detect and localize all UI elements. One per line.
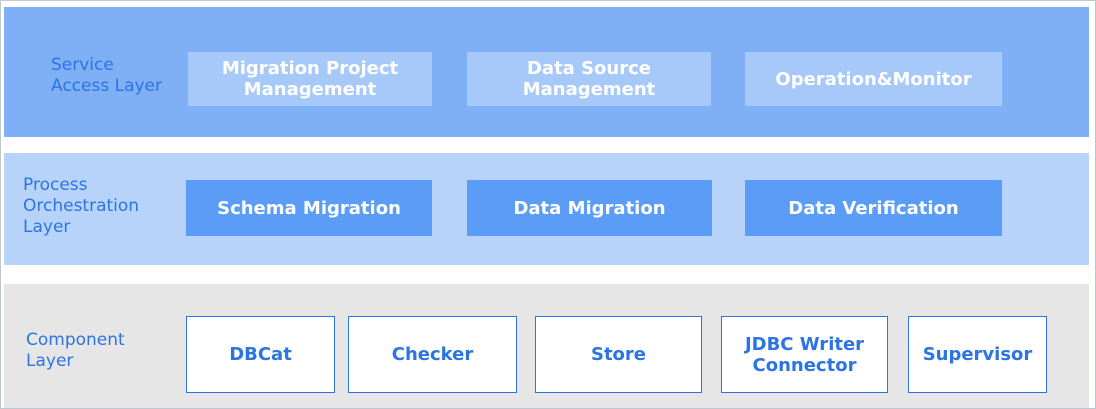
data-source-management-box: Data Source Management (467, 52, 711, 106)
component-layer-label: Component Layer (26, 330, 125, 371)
data-verification-box: Data Verification (745, 180, 1002, 236)
schema-migration-box: Schema Migration (186, 180, 432, 236)
jdbc-writer-connector-box: JDBC Writer Connector (721, 316, 888, 393)
process-orchestration-layer-label: Process Orchestration Layer (23, 175, 140, 237)
component-layer: Component Layer DBCat Checker Store JDBC… (4, 284, 1089, 408)
supervisor-box: Supervisor (908, 316, 1047, 393)
store-box: Store (535, 316, 702, 393)
migration-project-management-box: Migration Project Management (188, 52, 432, 106)
data-migration-box: Data Migration (467, 180, 712, 236)
service-access-layer-label: Service Access Layer (51, 55, 162, 96)
operation-monitor-box: Operation&Monitor (745, 52, 1002, 106)
dbcat-box: DBCat (186, 316, 335, 393)
service-access-layer: Service Access Layer Migration Project M… (4, 7, 1089, 137)
process-orchestration-layer: Process Orchestration Layer Schema Migra… (4, 153, 1089, 265)
checker-box: Checker (348, 316, 517, 393)
